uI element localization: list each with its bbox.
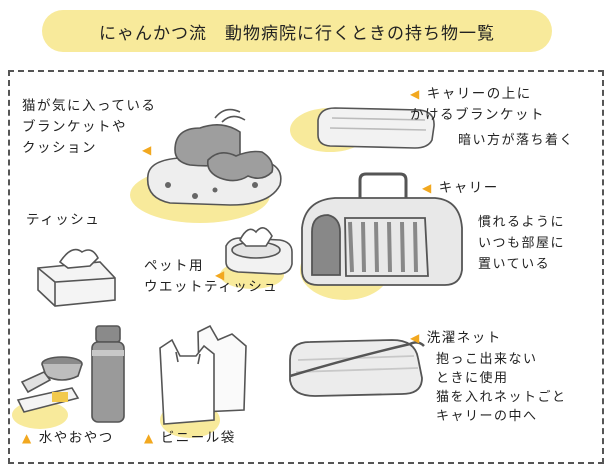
- carrier-note: 慣れるように いつも部屋に 置いている: [478, 215, 566, 272]
- blanket-label: ◀キャリーの上に かけるブランケット: [410, 84, 545, 126]
- carrier-label: ◀ キャリー: [422, 178, 499, 199]
- triangle-icon: ▲: [22, 431, 33, 445]
- plastic-bag-label-text: ビニール袋: [160, 430, 236, 446]
- plastic-bag-label: ▲ ビニール袋: [144, 428, 236, 449]
- wet-tissue-label: ペット用 ウエットティッシュ: [144, 258, 279, 295]
- tissue-label: ティッシュ: [26, 212, 101, 228]
- triangle-icon: ▲: [144, 431, 155, 445]
- triangle-icon: ◀: [142, 143, 152, 157]
- laundry-net-label-text: 洗濯ネット: [426, 330, 502, 346]
- water-snacks-label-text: 水やおやつ: [38, 430, 114, 446]
- blanket-note: 暗い方が落ち着く: [458, 133, 575, 148]
- triangle-icon: ◀: [422, 181, 433, 195]
- title-banner: にゃんかつ流 動物病院に行くときの持ち物一覧: [42, 10, 552, 52]
- dashed-frame: [8, 70, 604, 464]
- blanket-label-text: キャリーの上に かけるブランケット: [410, 86, 545, 123]
- carrier-label-text: キャリー: [438, 180, 499, 196]
- triangle-icon: ◀: [410, 87, 421, 101]
- page-title: にゃんかつ流 動物病院に行くときの持ち物一覧: [99, 23, 495, 44]
- laundry-net-label: ◀ 洗濯ネット: [410, 328, 502, 349]
- cushion-label: 猫が気に入っている ブランケットや クッション: [22, 98, 157, 156]
- water-snacks-label: ▲ 水やおやつ: [22, 428, 114, 449]
- triangle-icon: ◀: [410, 331, 421, 345]
- triangle-icon: ◀: [215, 268, 225, 282]
- laundry-net-note: 抱っこ出来ない ときに使用 猫を入れネットごと キャリーの中へ: [436, 352, 567, 424]
